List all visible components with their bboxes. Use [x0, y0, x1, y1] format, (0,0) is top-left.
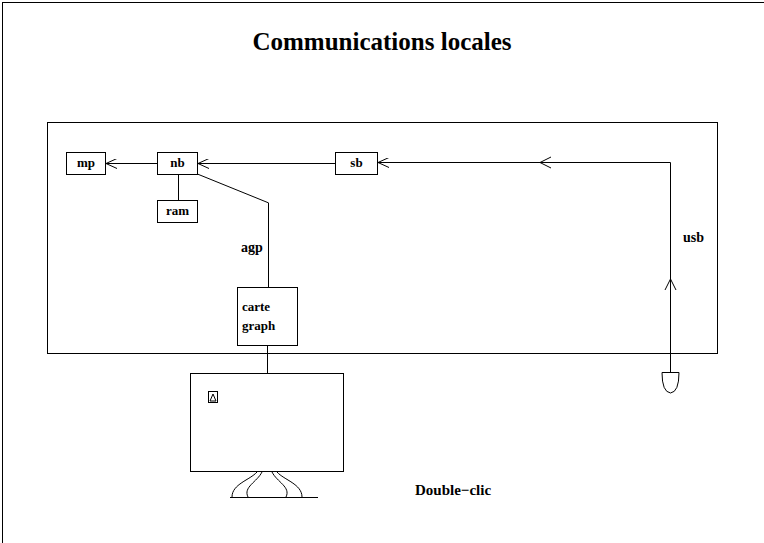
monitor-stand	[247, 472, 262, 497]
action-caption: Double−clic	[413, 482, 493, 499]
cursor-icon	[209, 392, 218, 403]
bus-label: agp	[239, 240, 265, 256]
mouse	[662, 373, 679, 394]
monitor-stand	[272, 472, 287, 497]
monitor-stand	[232, 472, 257, 497]
video-cable	[267, 345, 268, 373]
usb-arrow	[540, 157, 551, 168]
usb-wire	[378, 163, 671, 373]
graphics-card-box: carte graph	[237, 287, 298, 346]
monitor	[191, 374, 344, 472]
box-label: mp	[77, 154, 95, 173]
northbridge-box: nb	[157, 152, 198, 175]
monitor-stand	[277, 472, 302, 497]
southbridge-box: sb	[335, 152, 378, 175]
diagram-title: Communications locales	[0, 28, 764, 56]
bus-connector	[178, 175, 179, 200]
cursor-icon	[210, 394, 216, 401]
bus-label: usb	[681, 230, 706, 246]
computer-case	[48, 123, 718, 354]
ram-box: ram	[157, 200, 198, 223]
bus-connector	[198, 163, 335, 164]
box-label: ram	[166, 202, 189, 221]
box-label: carte graph	[242, 298, 293, 336]
usb-arrow	[665, 279, 676, 290]
box-label: nb	[170, 154, 184, 173]
box-label: sb	[350, 154, 362, 173]
bus-connector	[106, 163, 157, 164]
processor-box: mp	[66, 152, 106, 175]
page-frame	[3, 3, 764, 543]
monitor-base	[230, 497, 318, 498]
bus-connector	[197, 174, 269, 287]
